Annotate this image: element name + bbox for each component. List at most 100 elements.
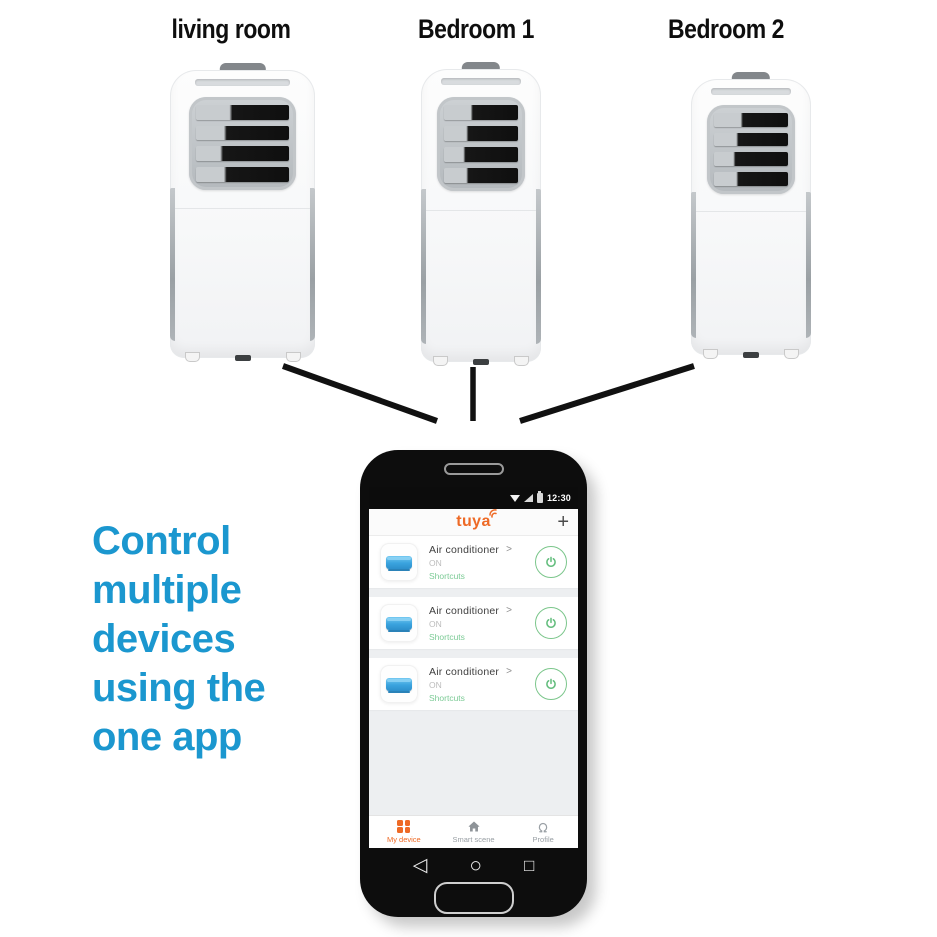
status-bar: 12:30 (369, 487, 578, 509)
recents-icon[interactable]: □ (524, 855, 535, 875)
ac-glyph (386, 616, 412, 632)
ac-seam (174, 208, 311, 210)
device-name: Air conditioner (429, 604, 500, 617)
ac-plug (234, 355, 251, 361)
caption-line: using the (92, 666, 266, 710)
home-icon[interactable]: ○ (469, 853, 483, 877)
vent-slat (713, 132, 789, 147)
shortcuts-link[interactable]: Shortcuts (429, 570, 465, 581)
battery-icon (536, 491, 543, 503)
ac-side-stripe (170, 188, 175, 341)
room-label-living-room: living room (171, 14, 291, 44)
power-icon (546, 556, 556, 567)
device-info: Air conditioner > ON Shortcuts (429, 605, 535, 642)
ac-top-slot (194, 79, 291, 86)
home-button[interactable] (433, 882, 514, 914)
tab-label: Smart scene (452, 835, 495, 844)
ac-unit-living-room (170, 63, 315, 362)
tuya-logo-text: tuya (456, 513, 491, 530)
vent-slat (195, 167, 290, 182)
vent-slat (443, 146, 519, 162)
house-icon (468, 821, 479, 832)
ac-glyph (386, 555, 412, 571)
vent-slat (443, 104, 519, 120)
ac-body (691, 79, 811, 359)
ac-side-stripe (691, 192, 696, 339)
ac-vent-grille (436, 96, 526, 191)
caption-text: Control multiple devices using the one a… (92, 517, 266, 762)
ac-foot (784, 349, 799, 359)
signal-waves-icon (488, 509, 497, 518)
vent-slat (195, 105, 290, 120)
power-icon (546, 678, 556, 689)
vent-slat (443, 125, 519, 141)
profile-icon (538, 822, 548, 833)
shortcuts-link[interactable]: Shortcuts (429, 631, 465, 642)
grid-icon (397, 820, 411, 833)
power-button[interactable] (535, 607, 567, 639)
android-nav-bar: ◁ ○ □ (369, 848, 578, 882)
ac-foot (285, 352, 301, 362)
chevron-right-icon: > (506, 544, 513, 555)
tab-smart-scene[interactable]: Smart scene (439, 820, 509, 844)
device-card[interactable]: Air conditioner > ON Shortcuts (369, 658, 578, 710)
air-conditioner-icon (380, 543, 418, 581)
device-list: Air conditioner > ON Shortcuts (369, 536, 578, 815)
add-device-button[interactable]: + (557, 510, 569, 533)
tab-bar: My device Smart scene Profile (369, 815, 578, 848)
status-time: 12:30 (546, 493, 571, 503)
power-button[interactable] (535, 668, 567, 700)
tab-my-device[interactable]: My device (369, 820, 439, 844)
app-header: tuya + (369, 509, 578, 536)
device-info: Air conditioner > ON Shortcuts (429, 544, 535, 581)
device-status: ON (429, 558, 442, 568)
device-status: ON (429, 619, 442, 629)
ac-side-stripe (536, 189, 541, 345)
ac-glyph (386, 677, 412, 693)
tab-label: Profile (532, 835, 554, 844)
caption-line: one app (92, 715, 242, 759)
device-info: Air conditioner > ON Shortcuts (429, 666, 535, 703)
ac-plug (473, 359, 489, 365)
wifi-icon (509, 494, 520, 502)
air-conditioner-icon (380, 665, 418, 703)
caption-line: multiple (92, 568, 242, 612)
tuya-logo: tuya (456, 509, 497, 531)
device-name: Air conditioner (429, 665, 500, 678)
power-icon (546, 617, 556, 628)
ac-vent-grille (706, 105, 796, 194)
ac-body (170, 70, 315, 362)
device-card[interactable]: Air conditioner > ON Shortcuts (369, 536, 578, 588)
tab-profile[interactable]: Profile (508, 820, 578, 844)
chevron-right-icon: > (506, 605, 513, 616)
device-name: Air conditioner (429, 543, 500, 556)
ac-seam (424, 209, 538, 211)
vent-slat (195, 146, 290, 161)
vent-slat (713, 171, 789, 186)
phone-screen: 12:30 tuya + Air conditione (369, 487, 578, 848)
vent-slat (713, 113, 789, 127)
signal-icon (523, 494, 533, 502)
ac-plug (743, 352, 759, 358)
caption-line: Control (92, 519, 231, 563)
ac-top-slot (441, 78, 521, 85)
ac-unit-bedroom-1 (421, 62, 541, 366)
power-button[interactable] (535, 546, 567, 578)
chevron-right-icon: > (506, 666, 513, 677)
ac-unit-bedroom-2 (691, 72, 811, 359)
earpiece-speaker (443, 463, 504, 475)
ac-side-stripe (310, 188, 315, 341)
device-card[interactable]: Air conditioner > ON Shortcuts (369, 597, 578, 649)
shortcuts-link[interactable]: Shortcuts (429, 692, 465, 703)
ac-foot (184, 352, 200, 362)
room-label-bedroom-2: Bedroom 2 (667, 14, 785, 44)
ac-foot (703, 349, 718, 359)
ac-foot (433, 356, 448, 366)
vent-slat (195, 125, 290, 141)
device-status: ON (429, 680, 442, 690)
back-icon[interactable]: ◁ (412, 854, 428, 876)
ac-side-stripe (806, 192, 811, 339)
ac-side-stripe (421, 189, 426, 345)
ac-seam (694, 211, 808, 213)
